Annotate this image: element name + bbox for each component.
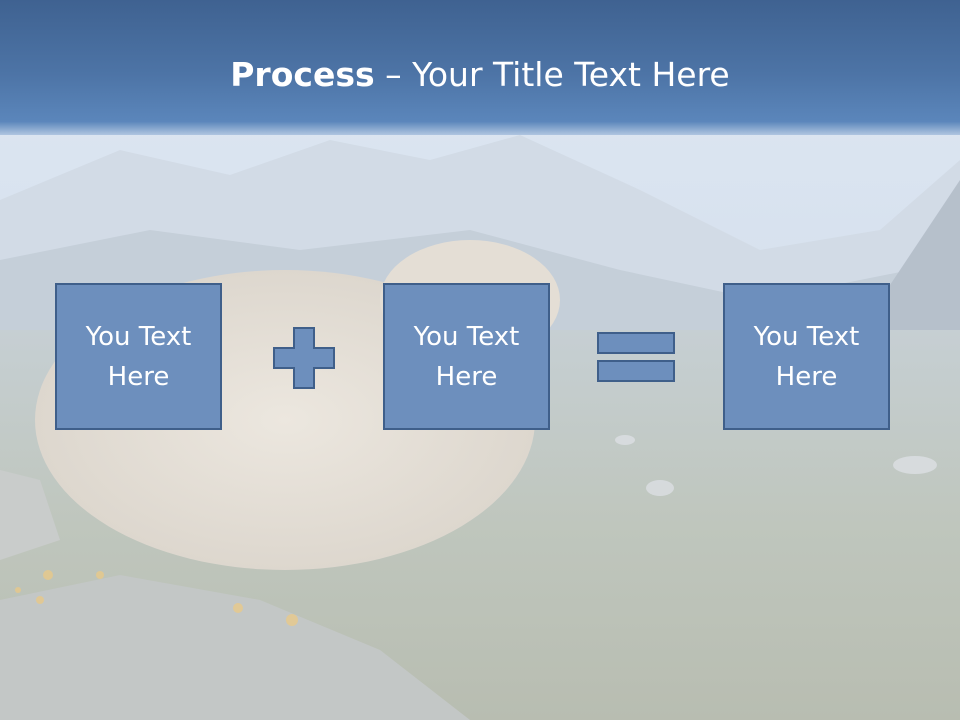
slide-title: Process – Your Title Text Here — [0, 50, 960, 100]
process-box-1[interactable]: You Text Here — [55, 283, 222, 430]
plus-icon — [273, 327, 335, 389]
process-box-3[interactable]: You Text Here — [723, 283, 890, 430]
title-bold-text: Process — [230, 55, 375, 94]
title-bar: Process – Your Title Text Here — [0, 0, 960, 135]
process-box-3-label: You Text Here — [753, 321, 860, 392]
equals-icon — [597, 332, 675, 382]
process-box-2[interactable]: You Text Here — [383, 283, 550, 430]
process-box-2-label: You Text Here — [413, 321, 520, 392]
title-rest-text: – Your Title Text Here — [374, 55, 730, 94]
process-box-1-label: You Text Here — [85, 321, 192, 392]
